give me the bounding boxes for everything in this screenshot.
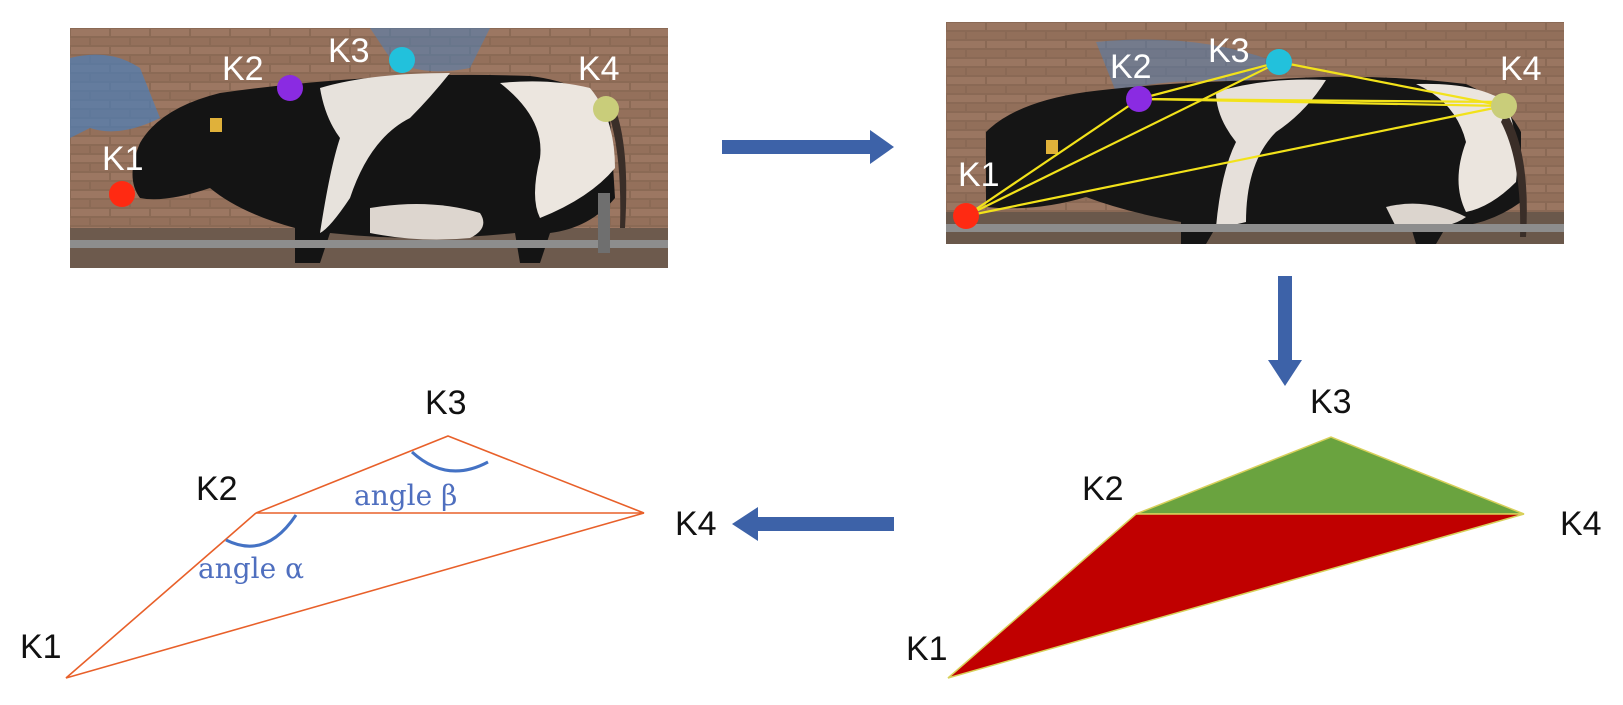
keypoint-k4-dot (593, 96, 619, 122)
label-k2-4: K2 (196, 470, 238, 508)
label-k1: K1 (102, 140, 144, 178)
label-k4-4: K4 (675, 505, 717, 543)
label-k1-3: K1 (906, 630, 948, 668)
arrow-left-icon (732, 507, 894, 541)
keypoint-k4-dot-2 (1491, 93, 1517, 119)
label-k1-4: K1 (20, 628, 62, 666)
label-k1-2: K1 (958, 156, 1000, 194)
outline-triangles (65, 435, 645, 679)
label-k3-4: K3 (425, 384, 467, 422)
keypoint-k3-dot (389, 47, 415, 73)
angle-alpha-arc (225, 514, 298, 548)
label-angle-alpha: angle α (198, 552, 304, 585)
keypoint-k2-dot-2 (1126, 86, 1152, 112)
label-k4: K4 (578, 50, 620, 88)
angle-beta-arc (410, 450, 489, 473)
cow-photo-2: K1 K2 K3 K4 (946, 22, 1564, 244)
arrow-down-icon (1268, 276, 1302, 386)
label-k2: K2 (222, 50, 264, 88)
label-k3: K3 (328, 32, 370, 70)
connection-lines (965, 60, 1505, 218)
label-k4-2: K4 (1500, 50, 1542, 88)
label-k3-3: K3 (1310, 383, 1352, 421)
keypoint-k1-dot (109, 181, 135, 207)
angle-diagram-panel: angle β angle α K3 K2 K4 K1 (0, 380, 730, 705)
label-k4-3: K4 (1560, 505, 1602, 543)
cow-photo-keypoints-panel: K1 K2 K3 K4 (70, 28, 668, 268)
filled-triangles-panel: K3 K2 K4 K1 (900, 380, 1623, 705)
label-angle-beta: angle β (354, 479, 457, 512)
keypoint-k3-dot-2 (1266, 49, 1292, 75)
keypoint-k1-dot-2 (953, 203, 979, 229)
label-k2-3: K2 (1082, 470, 1124, 508)
cow-photo-1: K1 K2 K3 K4 (70, 28, 668, 268)
cow-photo-lines-panel: K1 K2 K3 K4 (946, 22, 1564, 244)
triangle-k2-k3-k4 (1135, 436, 1525, 515)
label-k2-2: K2 (1110, 48, 1152, 86)
keypoint-k2-dot (277, 75, 303, 101)
arrow-right-icon (722, 130, 894, 164)
triangle-k1-k2-k4 (947, 513, 1525, 679)
label-k3-2: K3 (1208, 32, 1250, 70)
